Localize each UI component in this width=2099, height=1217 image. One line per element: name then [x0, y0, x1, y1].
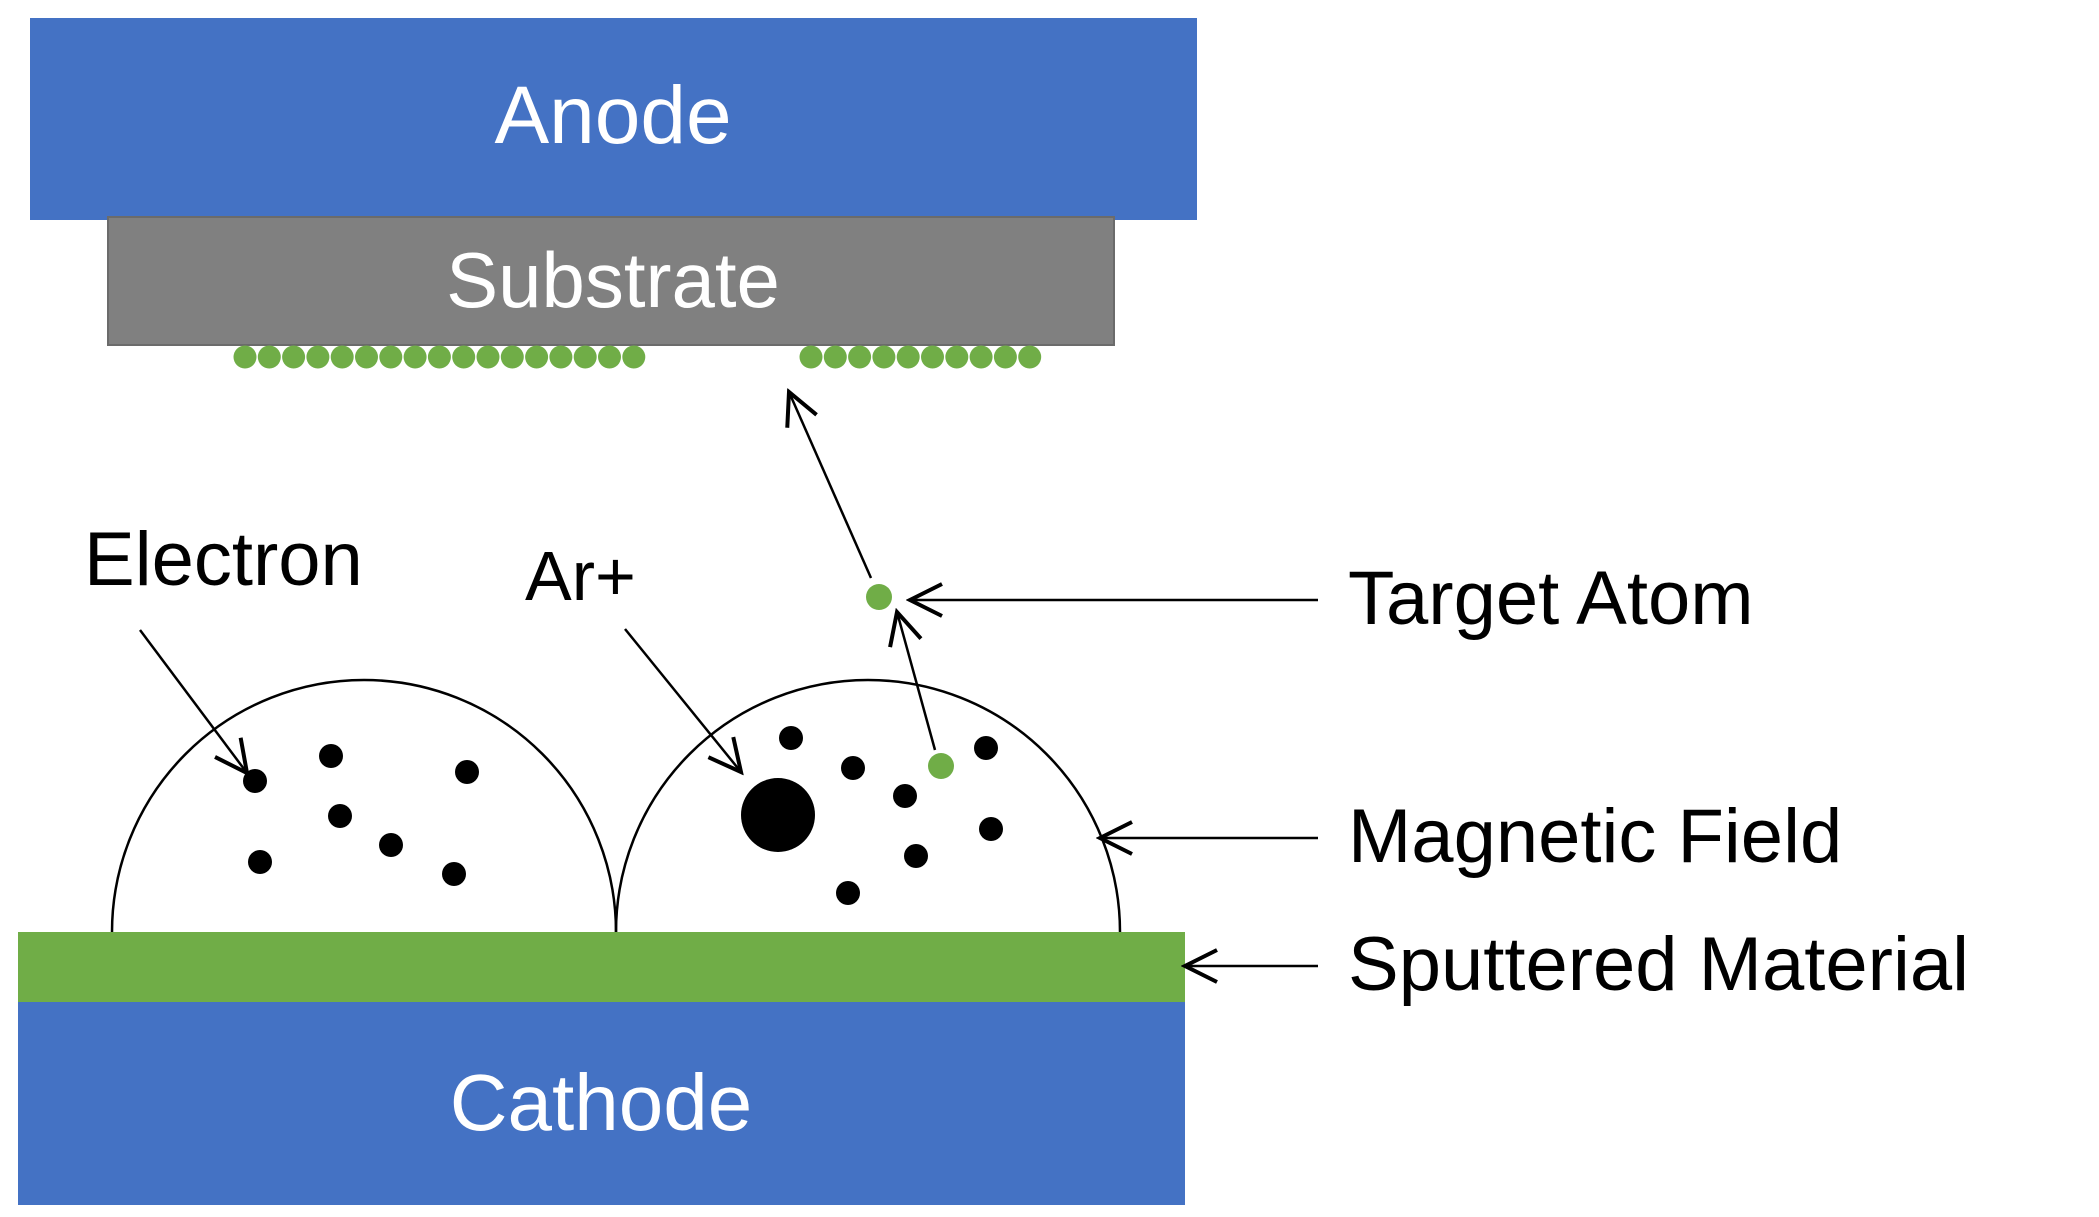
deposited-atom	[427, 345, 451, 369]
electron-dot	[974, 736, 998, 760]
deposited-atom	[969, 345, 993, 369]
ar-ion-label: Ar+	[525, 537, 636, 615]
target-atom-in-flight	[866, 584, 892, 610]
electrons	[243, 726, 1003, 905]
deposited-atom	[1018, 345, 1042, 369]
deposited-atom	[896, 345, 920, 369]
anode-plate	[30, 18, 1197, 220]
electron-dot	[836, 881, 860, 905]
target-atom-emerging	[928, 753, 954, 779]
deposited-atom	[403, 345, 427, 369]
deposited-atom	[476, 345, 500, 369]
deposited-atom	[282, 345, 306, 369]
electron-dot	[442, 862, 466, 886]
deposited-atom-layer	[233, 345, 1042, 369]
ar-ion-pointer-arrow	[624, 628, 741, 772]
electron-dot	[893, 784, 917, 808]
deposited-atom	[945, 345, 969, 369]
magnetic-field-dome-right	[614, 678, 1122, 933]
cathode-label: Cathode	[450, 1058, 752, 1147]
deposited-atom	[823, 345, 847, 369]
sputtered-material-layer	[18, 932, 1185, 1002]
deposited-atom	[848, 345, 872, 369]
atom-trajectory-arrow-lower	[897, 612, 937, 751]
deposited-atom	[598, 345, 621, 369]
electron-dot	[319, 744, 343, 768]
magnetic-field-label: Magnetic Field	[1348, 794, 1842, 879]
deposited-atom	[500, 345, 524, 369]
deposited-atom	[525, 345, 549, 369]
deposited-atom	[993, 345, 1017, 369]
electron-dot	[379, 833, 403, 857]
deposited-atom	[233, 345, 257, 369]
deposited-atom	[379, 345, 403, 369]
electron-dot	[455, 760, 479, 784]
electron-dot	[904, 844, 928, 868]
electron-pointer-arrow	[138, 629, 247, 773]
substrate-plate	[107, 216, 1115, 346]
deposited-atom	[452, 345, 476, 369]
anode-label: Anode	[494, 70, 731, 161]
deposited-atom	[330, 345, 354, 369]
atom-trajectory-arrow-upper	[789, 392, 873, 579]
deposited-atom	[573, 345, 597, 369]
deposited-atom	[355, 345, 378, 369]
ar-ion	[741, 778, 815, 852]
deposited-atom	[622, 345, 646, 369]
deposited-atom	[549, 345, 573, 369]
electron-dot	[779, 726, 803, 750]
cathode-plate	[18, 1002, 1185, 1205]
electron-label: Electron	[84, 517, 363, 602]
sputtered-material-label: Sputtered Material	[1348, 922, 1969, 1007]
electron-dot	[841, 756, 865, 780]
deposited-atom	[921, 345, 944, 369]
magnetic-field-dome-left	[110, 678, 618, 933]
deposited-atom	[306, 345, 330, 369]
electron-dot	[248, 850, 272, 874]
target-atom-label: Target Atom	[1348, 556, 1754, 641]
substrate-label: Substrate	[446, 236, 780, 324]
deposited-atom	[257, 345, 281, 369]
electron-dot	[979, 817, 1003, 841]
electron-dot	[328, 804, 352, 828]
deposited-atom	[799, 345, 823, 369]
deposited-atom	[872, 345, 896, 369]
